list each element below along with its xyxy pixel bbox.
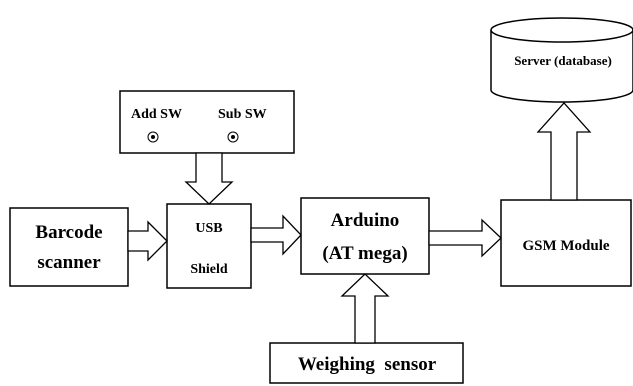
weighing-sensor-block: Weighing sensor: [269, 342, 464, 384]
arduino-label-line2: (AT mega): [322, 243, 407, 264]
arduino-label-line1: Arduino: [331, 210, 400, 231]
arrow-usb-to-arduino: [250, 214, 302, 256]
add-switch-icon: [147, 131, 159, 143]
arrow-barcode-to-usb: [127, 220, 168, 262]
switch-box: Add SW Sub SW: [119, 90, 295, 154]
server-label: Server (database): [514, 53, 612, 68]
arrow-gsm-to-server: [536, 102, 592, 201]
barcode-scanner-block: Barcode scanner: [9, 207, 129, 287]
gsm-label: GSM Module: [522, 238, 609, 254]
sub-switch-icon: [227, 131, 239, 143]
usb-label-line2: Shield: [190, 262, 228, 277]
gsm-module-block: GSM Module: [500, 199, 632, 287]
arrow-arduino-to-gsm: [428, 218, 502, 258]
arduino-block: Arduino (AT mega): [300, 197, 430, 275]
usb-label-line1: USB: [195, 221, 222, 236]
barcode-label-line1: Barcode: [35, 222, 102, 243]
arrow-weighing-to-arduino: [340, 273, 390, 344]
add-switch-label: Add SW: [131, 107, 182, 122]
server-database-cylinder: Server (database): [490, 17, 633, 103]
weighing-label: Weighing sensor: [298, 354, 437, 375]
barcode-label-line2: scanner: [37, 252, 101, 273]
usb-shield-block: USB Shield: [166, 203, 252, 289]
sub-switch-label: Sub SW: [218, 107, 267, 122]
arrow-switches-to-usb: [184, 152, 234, 205]
